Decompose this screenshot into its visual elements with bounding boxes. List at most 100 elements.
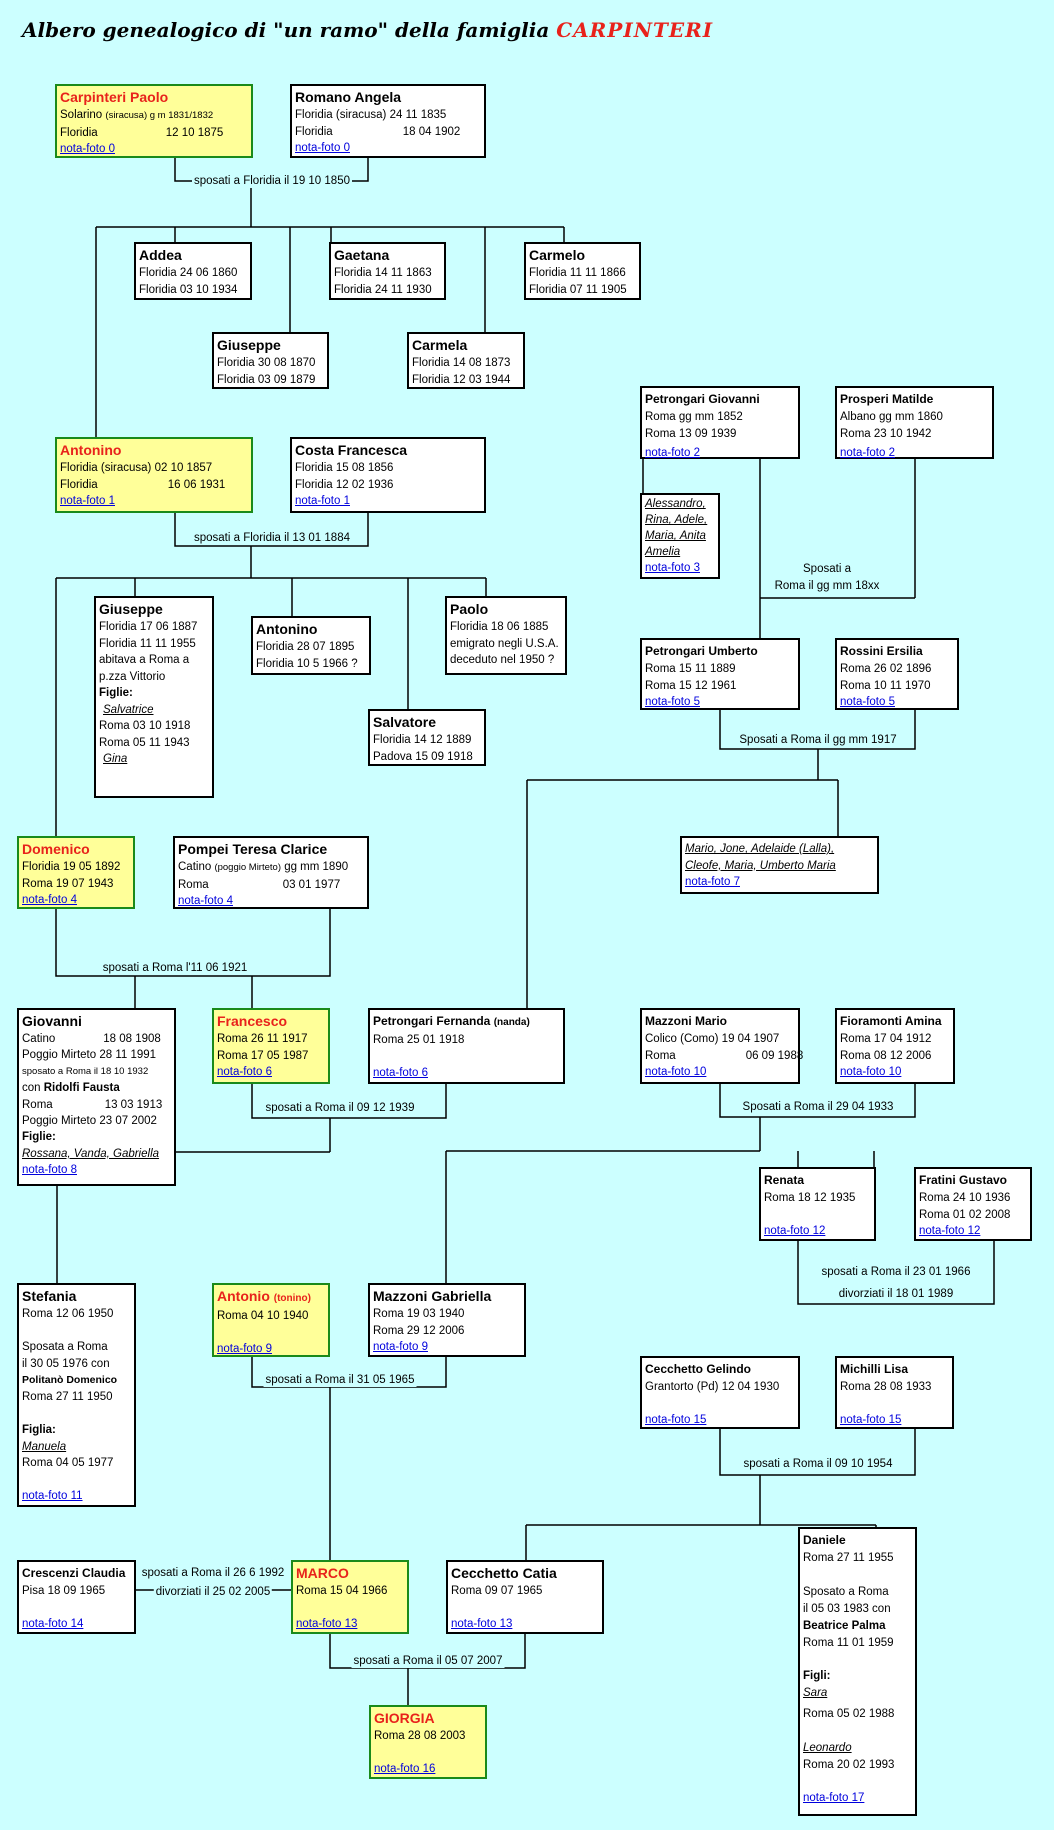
note-link[interactable]: nota-foto 7: [685, 876, 740, 888]
death-place: Roma: [178, 878, 209, 891]
note-link[interactable]: nota-foto 13: [451, 1618, 513, 1630]
note-link[interactable]: nota-foto 0: [60, 143, 115, 155]
note-link[interactable]: nota-foto 2: [645, 446, 700, 459]
child-birth: Roma 03 10 1918: [99, 720, 191, 732]
note-link[interactable]: nota-foto 1: [295, 495, 350, 507]
death-date: 06 09 1988: [745, 1049, 804, 1062]
note-link[interactable]: nota-foto 5: [645, 696, 700, 708]
children-heading: Figli:: [803, 1670, 831, 1682]
birth-detail: (poggio Mirteto): [214, 862, 281, 873]
birth-info: Floridia 30 08 1870: [217, 357, 316, 369]
marriage-label: Sposati a Roma il gg mm 1917: [737, 733, 899, 747]
spouse-birth-info: Roma 11 01 1959: [803, 1636, 894, 1649]
death-info: Floridia 03 09 1879: [217, 373, 316, 386]
birth-place: Catino: [178, 861, 212, 873]
note-link[interactable]: nota-foto 5: [840, 696, 895, 708]
birth-info: Roma 24 10 1936: [919, 1192, 1011, 1204]
note-link[interactable]: nota-foto 13: [296, 1618, 358, 1630]
note-link[interactable]: nota-foto 8: [22, 1164, 77, 1177]
note-link[interactable]: nota-foto 11: [22, 1490, 83, 1503]
note-link[interactable]: nota-foto 3: [645, 562, 700, 574]
person-name: Costa Francesca: [295, 442, 408, 458]
person-card-rossini-ersilia: Rossini Ersilia Roma 26 02 1896 Roma 10 …: [835, 638, 959, 710]
note-link[interactable]: nota-foto 15: [840, 1414, 902, 1426]
person-card-stefania: Stefania Roma 12 06 1950 Sposata a Roma …: [17, 1283, 136, 1507]
note-link[interactable]: nota-foto 16: [374, 1763, 436, 1775]
birth-info: Floridia (siracusa) 02 10 1857: [60, 462, 213, 474]
person-card-paolo-1885: Paolo Floridia 18 06 1885 emigrato negli…: [445, 596, 567, 675]
marriage-label: sposati a Roma il 05 07 2007: [351, 1654, 505, 1668]
death-info: deceduto nel 1950 ?: [450, 654, 555, 666]
person-name: Petrongari Fernanda (nanda): [373, 1012, 560, 1032]
person-card-prosperi-matilde: Prosperi Matilde Albano gg mm 1860 Roma …: [835, 386, 994, 459]
birth-info: Floridia 14 11 1863: [334, 267, 432, 279]
birth-info: Floridia 18 06 1885: [450, 621, 549, 633]
nickname: (tonino): [273, 1293, 311, 1304]
nickname: (nanda): [493, 1017, 530, 1028]
note-link[interactable]: nota-foto 14: [22, 1618, 84, 1630]
death-info: Poggio Mirteto 28 11 1991: [22, 1049, 157, 1062]
death-info: Roma 15 12 1961: [645, 679, 737, 692]
note-link[interactable]: nota-foto 1: [60, 495, 115, 507]
note-link[interactable]: nota-foto 6: [373, 1067, 428, 1079]
marriage-label: Sposati a Roma il gg mm 18xx: [772, 561, 882, 595]
note-link[interactable]: nota-foto 12: [764, 1225, 826, 1237]
child-birth-info: Roma 20 02 1993: [803, 1758, 895, 1771]
birth-info: Colico (Como) 19 04 1907: [645, 1033, 780, 1045]
death-date: 16 06 1931: [167, 478, 226, 491]
birth-info: Floridia 14 12 1889: [373, 734, 472, 746]
marriage-label-line: Sposati a: [803, 563, 851, 575]
person-name: Petrongari Giovanni: [645, 392, 760, 406]
death-info: Roma 17 05 1987: [217, 1049, 309, 1062]
note-link[interactable]: nota-foto 4: [22, 894, 77, 906]
spouse-name: Ridolfi Fausta: [43, 1082, 120, 1095]
marriage-label: sposati a Roma l'11 06 1921: [100, 961, 250, 975]
note-link[interactable]: nota-foto 9: [217, 1343, 272, 1355]
note-link[interactable]: nota-foto 15: [645, 1414, 707, 1426]
person-card-giorgia: GIORGIA Roma 28 08 2003 nota-foto 16: [369, 1705, 487, 1779]
birth-info: Roma 28 08 2003: [374, 1730, 466, 1742]
child-names: Mario, Jone, Adelaide (Lalla),: [685, 843, 835, 855]
person-card-antonino-1857: Antonino Floridia (siracusa) 02 10 1857 …: [55, 437, 253, 513]
person-name: Michilli Lisa: [840, 1362, 909, 1376]
death-info: Floridia 24 11 1930: [334, 283, 432, 296]
note-link[interactable]: nota-foto 10: [645, 1066, 707, 1078]
emigration-info: emigrato negli U.S.A.: [450, 637, 559, 650]
note-link[interactable]: nota-foto 10: [840, 1066, 902, 1078]
marriage-label: sposati a Roma il 31 05 1965: [263, 1373, 417, 1387]
person-card-addea: Addea Floridia 24 06 1860 Floridia 03 10…: [134, 242, 252, 300]
person-card-paolo-carpinteri: Carpinteri Paolo Solarino (siracusa) g m…: [55, 84, 253, 158]
residence-info: p.zza Vittorio: [99, 670, 166, 683]
person-name: Carmelo: [529, 247, 586, 263]
birth-date: 18 08 1908: [103, 1033, 161, 1045]
death-info: Floridia 03 10 1934: [139, 283, 238, 296]
note-link[interactable]: nota-foto 4: [178, 895, 233, 907]
children-heading: Figlie:: [99, 687, 133, 699]
marriage-info: sposato a Roma il 18 10 1932: [22, 1065, 149, 1077]
person-name: Giuseppe: [99, 601, 163, 617]
death-info: Roma 19 07 1943: [22, 877, 114, 890]
person-name: Antonino: [256, 621, 318, 637]
children-card-alessandro: Alessandro, Rina, Adele, Maria, Anita Am…: [640, 493, 720, 579]
note-link[interactable]: nota-foto 6: [217, 1066, 272, 1078]
note-link[interactable]: nota-foto 17: [803, 1792, 865, 1804]
person-card-mazzoni-mario: Mazzoni Mario Colico (Como) 19 04 1907 R…: [640, 1008, 803, 1084]
birth-info: Grantorto (Pd) 12 04 1930: [645, 1381, 780, 1393]
note-link[interactable]: nota-foto 12: [919, 1225, 981, 1237]
birth-info: Roma 09 07 1965: [451, 1585, 543, 1597]
note-link[interactable]: nota-foto 2: [840, 446, 895, 459]
death-date: 03 01 1977: [282, 878, 341, 891]
marriage-label: sposati a Roma il 23 01 1966: [819, 1265, 973, 1279]
death-place: Roma: [645, 1049, 676, 1062]
death-place: Floridia: [295, 125, 333, 138]
note-link[interactable]: nota-foto 9: [373, 1341, 428, 1353]
note-link[interactable]: nota-foto 0: [295, 142, 350, 154]
person-name: Crescenzi Claudia: [22, 1566, 126, 1580]
marriage-info: il 30 05 1976 con: [22, 1357, 110, 1370]
death-info: Roma 23 10 1942: [840, 427, 932, 440]
death-place: Floridia: [60, 126, 98, 139]
marriage-label-line: Roma il gg mm 18xx: [774, 580, 880, 592]
person-name: Prosperi Matilde: [840, 392, 934, 406]
death-info: Floridia 12 03 1944: [412, 373, 511, 386]
